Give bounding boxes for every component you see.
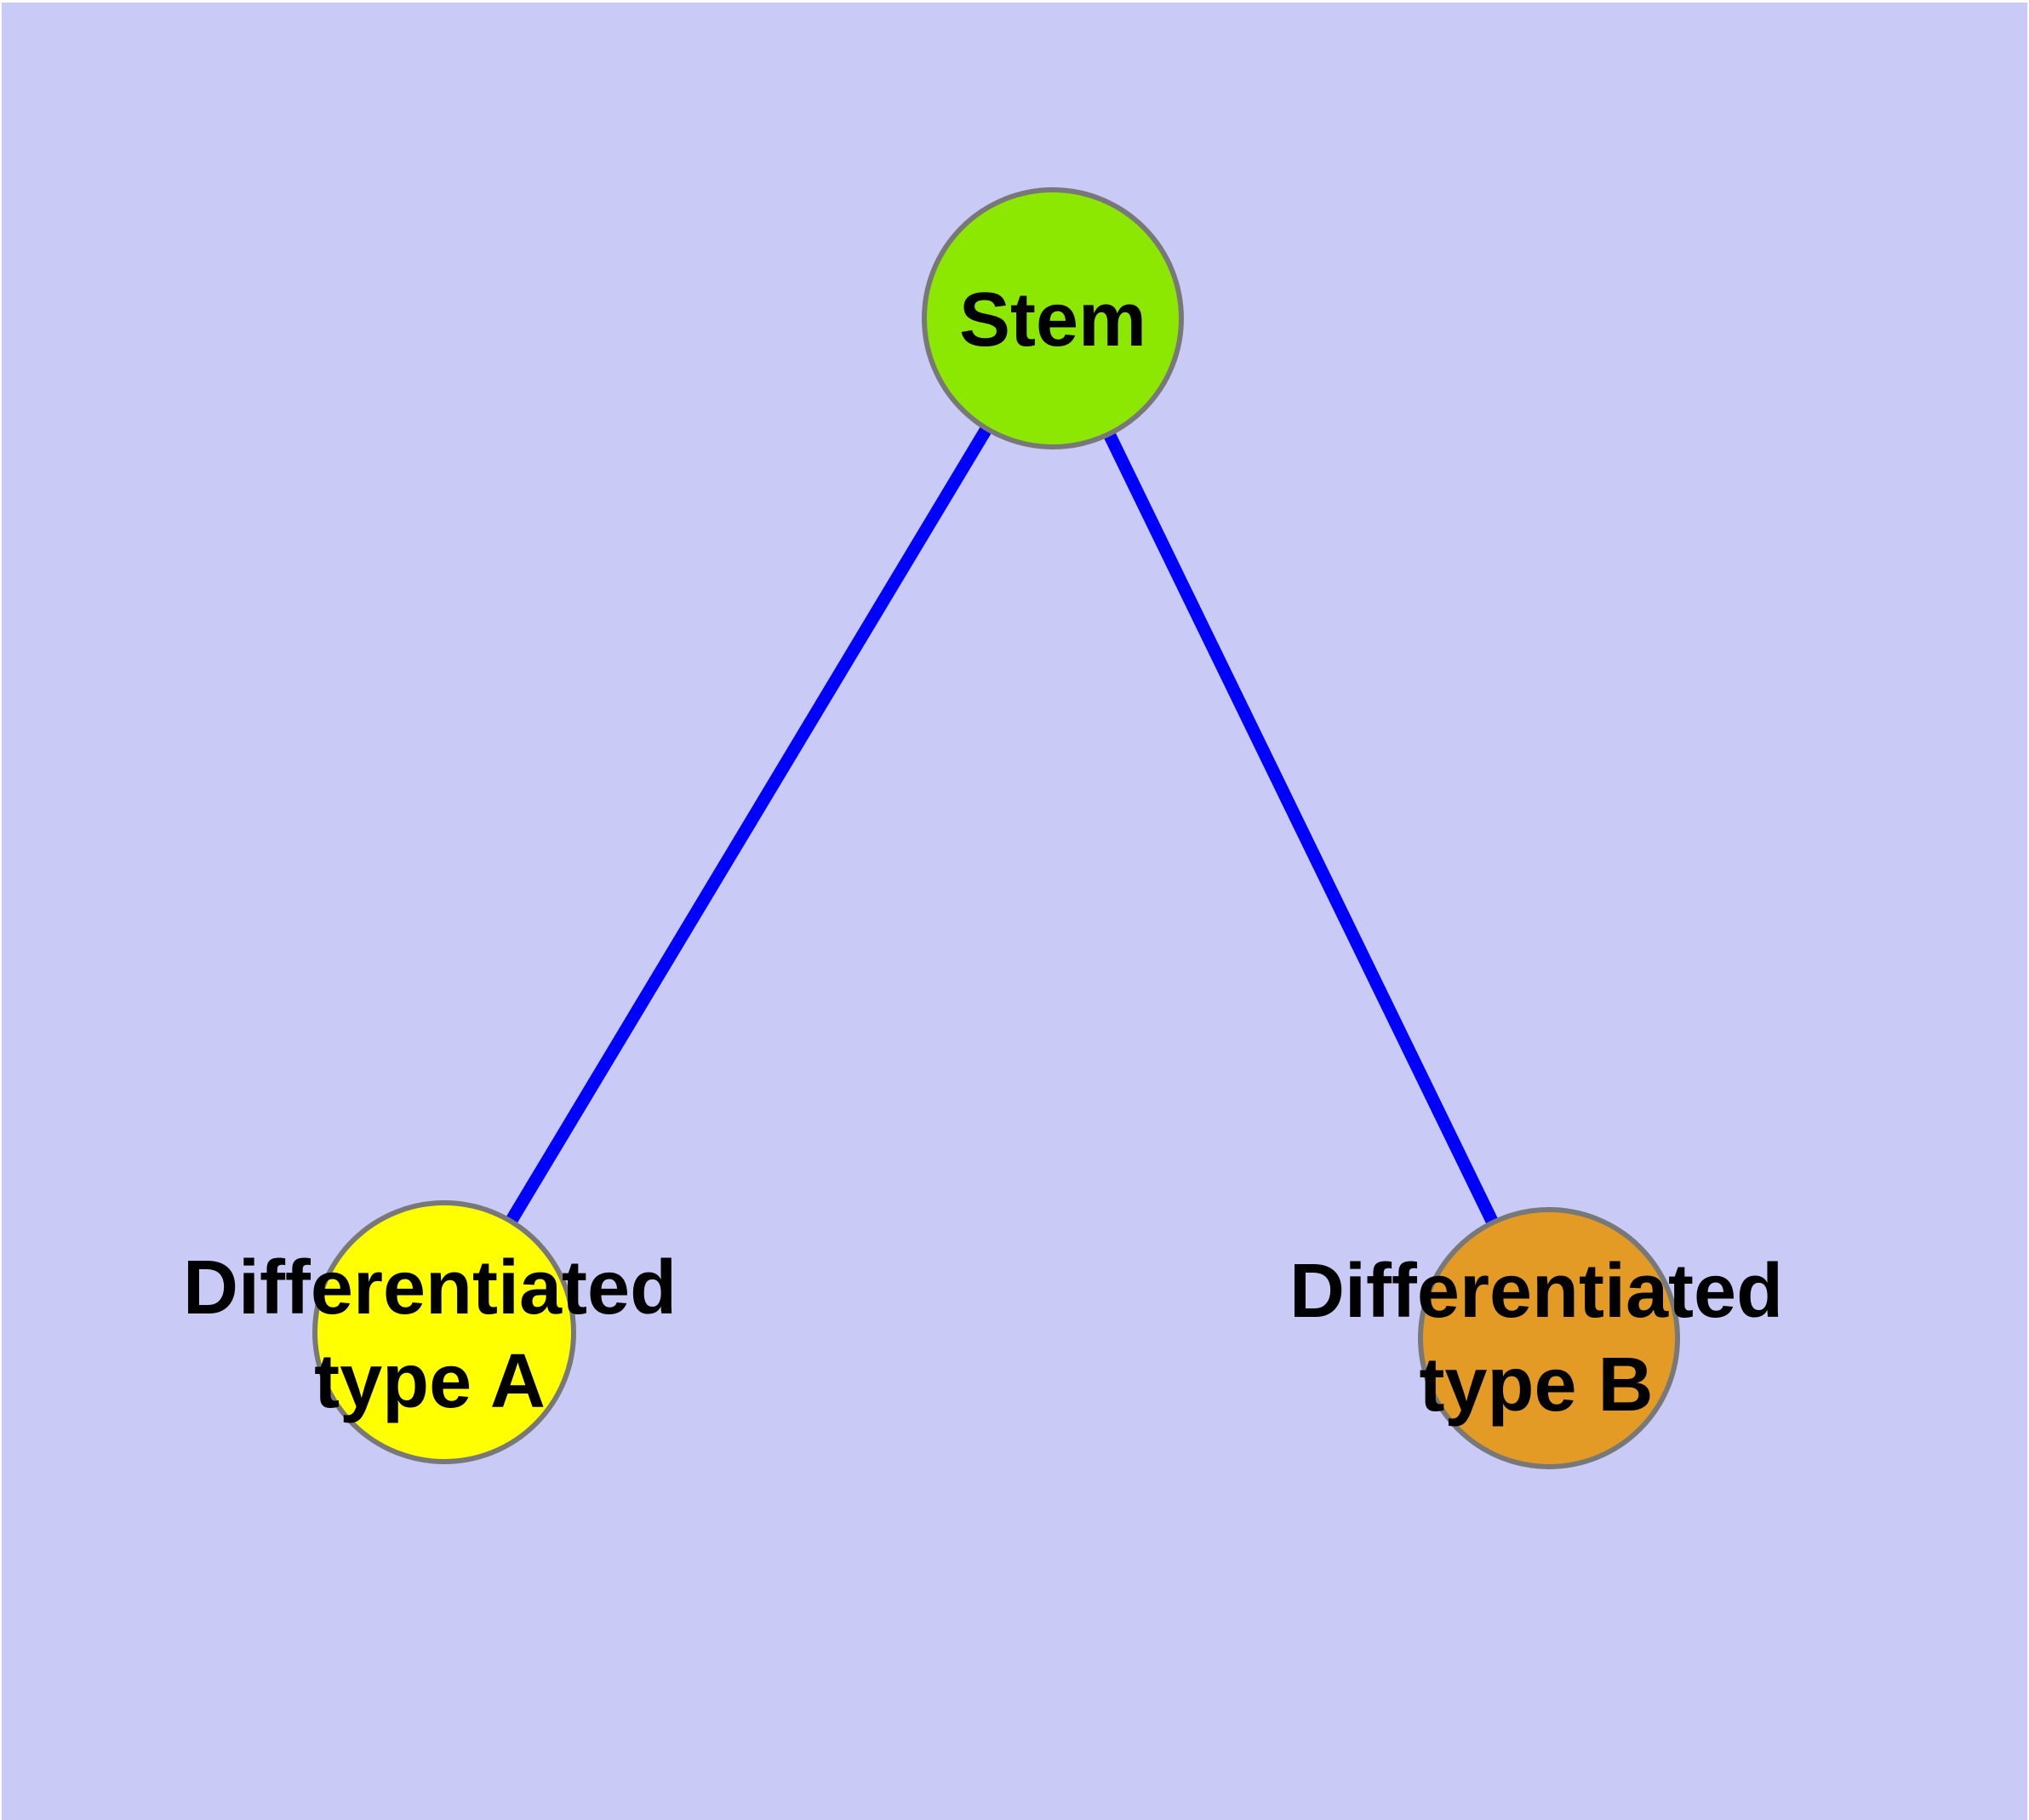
node-type-a-label-line-1: Differentiated: [182, 1245, 677, 1331]
node-stem-label: Stem: [959, 273, 1146, 367]
edge-stem-to-type-a: [438, 315, 1059, 1336]
node-stem-label-line: Stem: [958, 278, 1147, 363]
node-type-a-label-line-2: type A: [314, 1339, 546, 1424]
node-differentiated-type-a: [312, 1200, 576, 1464]
edge-stem-to-type-b: [1047, 315, 1555, 1342]
node-differentiated-type-b-label: Differentiated type B: [1289, 1245, 1783, 1432]
node-type-b-label-line-1: Differentiated: [1289, 1249, 1784, 1334]
node-type-b-label-line-2: type B: [1419, 1342, 1654, 1428]
node-differentiated-type-a-label: Differentiated type A: [183, 1241, 677, 1428]
node-stem: [922, 187, 1184, 449]
node-differentiated-type-b: [1418, 1207, 1680, 1469]
